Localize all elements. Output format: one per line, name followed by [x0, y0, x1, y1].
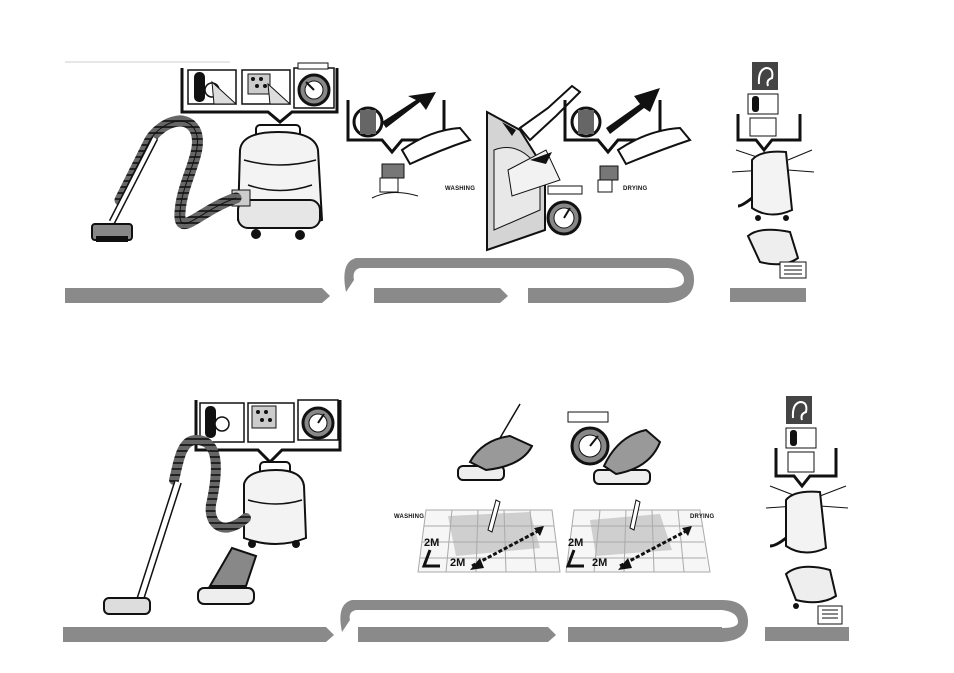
hose-2: [174, 440, 246, 528]
bottom-row: WASHING 2M 2M DRYING 2M 2M: [63, 396, 849, 642]
top-row: WASHING DRYING: [65, 62, 814, 303]
right-control-callout-2: [776, 428, 836, 486]
spray-nozzle-icon: [380, 128, 470, 192]
vacuum-cleaner-icon-2: [244, 462, 306, 548]
floor-brush-icon-2: [104, 482, 178, 614]
foot-pedal-washing: [458, 404, 532, 480]
ear-icon: [752, 62, 778, 90]
bottom-flow-arrows: [63, 600, 849, 642]
drying-callout: DRYING: [548, 88, 690, 234]
switch-icon-2: [200, 403, 244, 442]
detergent-icon: [242, 70, 290, 104]
foot-pedal-icon: [198, 548, 256, 604]
top-washing-label: WASHING: [445, 186, 475, 192]
top-drying-label: DRYING: [623, 186, 647, 192]
top-flow-arrows: [65, 258, 806, 303]
switch-icon: [188, 70, 236, 104]
ear-icon-2: [786, 396, 812, 424]
floor-grid-drying: DRYING 2M 2M: [566, 500, 714, 572]
bottom-washing-label: WASHING: [394, 514, 424, 520]
water-tank-icon: [748, 230, 806, 278]
vacuum-cleaner-small: [732, 150, 814, 221]
vacuum-cleaner-small-2: [766, 486, 848, 553]
right-control-callout: [738, 94, 800, 150]
washing-callout: WASHING: [348, 92, 475, 198]
bottom-drying-label: DRYING: [690, 514, 714, 520]
vacuum-cleaner-icon: [232, 125, 322, 240]
water-tank-icon-2: [786, 567, 842, 624]
foot-pedal-drying: [568, 412, 660, 484]
distance-label-d: 2M: [592, 557, 607, 569]
suction-dial-icon-2: [298, 400, 338, 440]
distance-label-a: 2M: [424, 537, 439, 549]
distance-label-b: 2M: [450, 557, 465, 569]
distance-label-c: 2M: [568, 537, 583, 549]
detergent-icon-2: [248, 403, 294, 442]
suction-dial-icon: [294, 63, 334, 108]
floor-grid-washing: WASHING 2M 2M: [394, 500, 560, 572]
